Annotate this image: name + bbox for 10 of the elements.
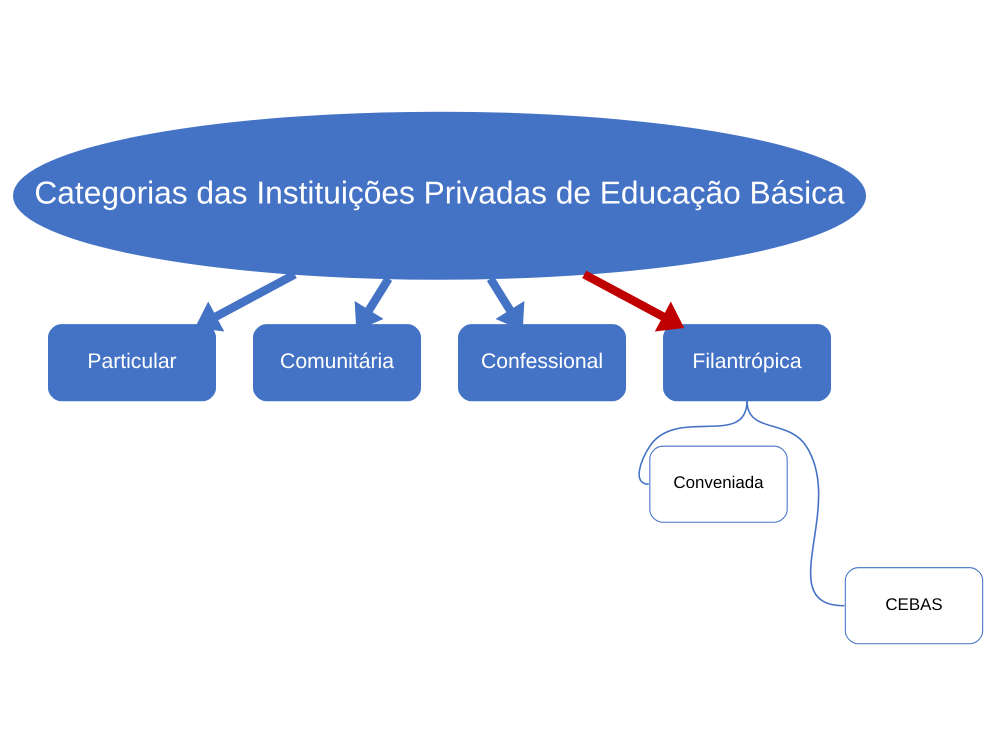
node-box: Confessional xyxy=(458,324,626,401)
node-box: Conveniada xyxy=(648,445,788,522)
node-box: Comunitária xyxy=(252,324,421,401)
node-box: Filantrópica xyxy=(662,324,831,401)
node-box: Particular xyxy=(48,324,216,401)
node-ellipse: Categorias das Instituições Privadas de Educação Básica xyxy=(12,111,866,280)
node-box: CEBAS xyxy=(844,566,983,644)
connector xyxy=(638,400,748,484)
connector xyxy=(746,400,844,606)
arrow xyxy=(582,270,684,331)
